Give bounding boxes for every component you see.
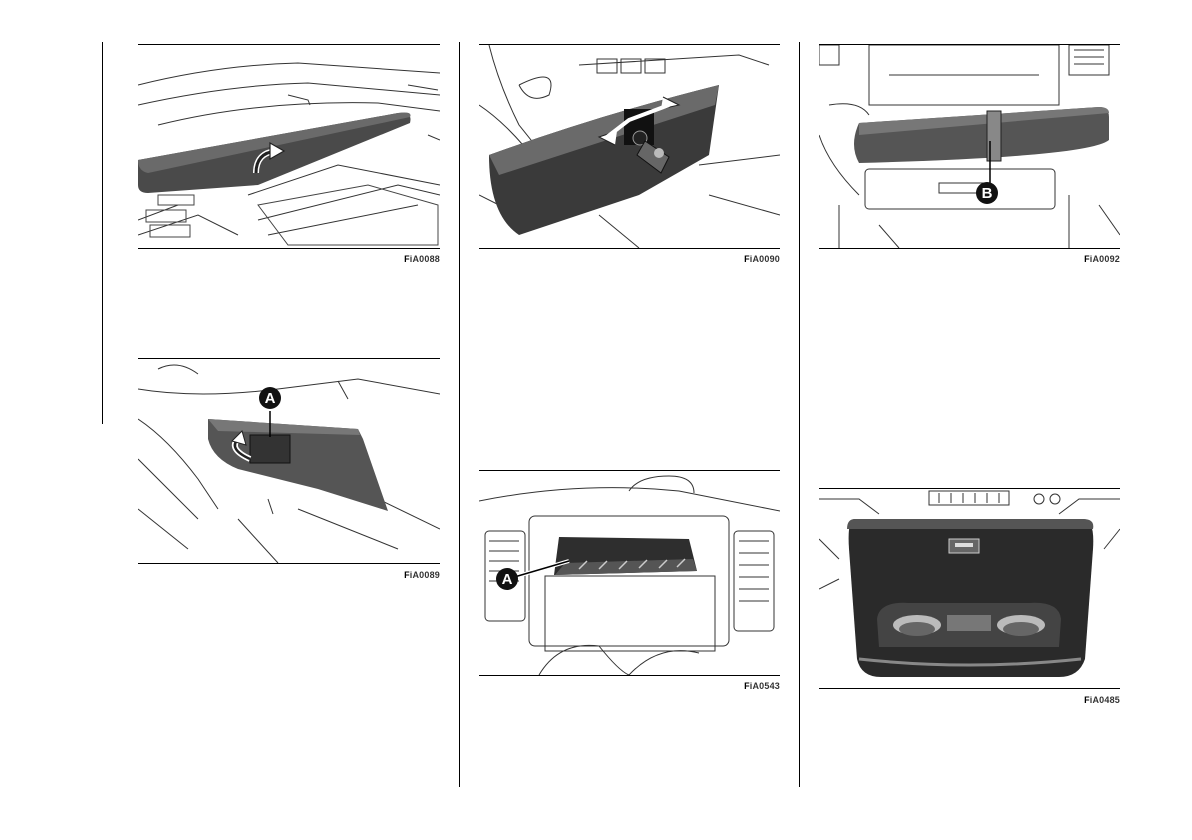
fig3-caption: FiA0090 <box>660 254 780 264</box>
fig5-bottom-rule <box>819 248 1120 249</box>
fig5-callout-b: B <box>982 185 993 202</box>
fig4-illustration: A <box>479 471 780 675</box>
fig5-caption: FiA0092 <box>1000 254 1120 264</box>
fig3-illustration <box>479 45 780 248</box>
fig4-callout-a: A <box>502 571 513 588</box>
fig2-bottom-rule <box>138 563 440 564</box>
fig3-bottom-rule <box>479 248 780 249</box>
fig4-bottom-rule <box>479 675 780 676</box>
fig5-illustration: B <box>819 45 1120 248</box>
fig1-illustration <box>138 45 440 248</box>
fig6-caption: FiA0485 <box>1000 695 1120 705</box>
fig6-illustration <box>819 489 1120 688</box>
fig2-caption: FiA0089 <box>320 570 440 580</box>
fig2-callout-a: A <box>265 390 276 407</box>
fig2-illustration: A <box>138 359 440 563</box>
column-divider-2 <box>799 42 800 787</box>
column-divider-1 <box>459 42 460 787</box>
fig1-caption: FiA0088 <box>320 254 440 264</box>
fig6-bottom-rule <box>819 688 1120 689</box>
fig4-caption: FiA0543 <box>660 681 780 691</box>
fig1-bottom-rule <box>138 248 440 249</box>
left-margin-rule <box>102 42 103 424</box>
